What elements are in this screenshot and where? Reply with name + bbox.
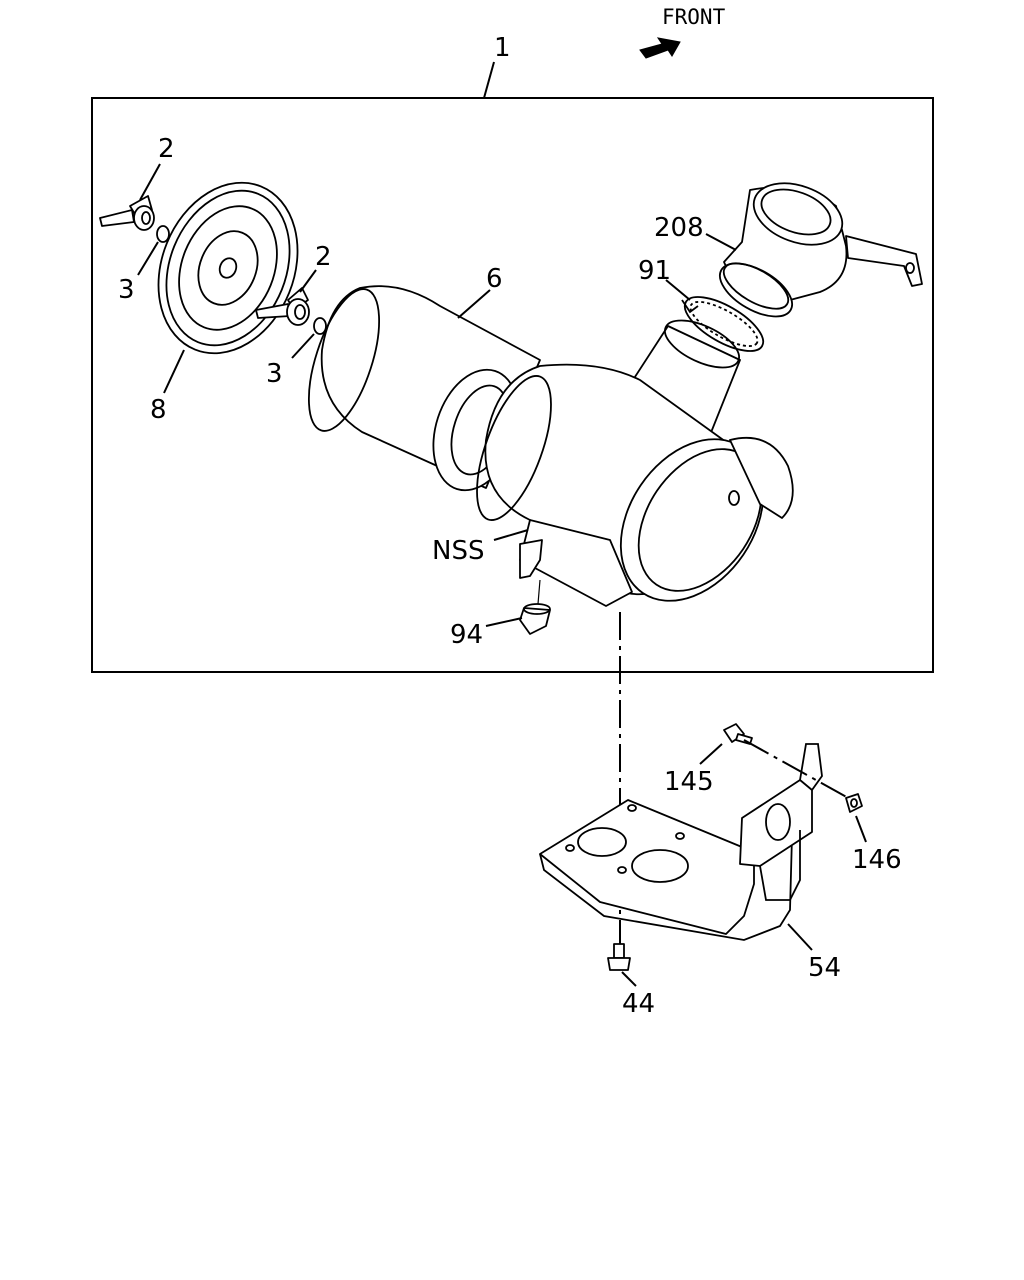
hose-clamp [681,296,765,352]
leader-clamp [665,279,691,301]
leader-bracket [787,923,813,951]
callout-bolt-145: 145 [664,767,714,797]
callout-assembly: 1 [494,33,511,63]
leader-washer-mid [291,333,315,359]
leader-bolt-44 [621,971,637,987]
callout-nss: NSS [432,536,484,566]
leader-nut-146 [855,815,867,843]
air-cleaner-body [476,363,794,607]
assembly-frame [91,97,934,673]
dust-valve [519,579,551,635]
callout-nut-146: 146 [852,845,902,875]
outlet-pipe [719,182,923,318]
front-label: FRONT [662,5,726,29]
callout-cover: 8 [150,395,167,425]
leader-cover [163,349,185,394]
leader-outlet-pipe [705,233,737,251]
callout-wing-bolt-mid: 2 [315,242,332,272]
leader-assembly [483,61,495,99]
leader-wing-bolt-mid [299,269,317,293]
callout-wing-bolt-top: 2 [158,134,175,164]
callout-washer-top: 3 [118,275,135,305]
callout-clamp: 91 [638,256,671,286]
leader-valve [485,617,523,627]
wing-bolt-top [99,195,155,231]
bolt-axis-line [743,739,853,801]
front-indicator: FRONT [639,5,726,59]
leader-element [457,289,491,319]
callout-outlet-pipe: 208 [654,213,704,243]
leader-washer-top [137,241,159,276]
callout-valve: 94 [450,620,483,650]
bolt-44 [607,943,631,971]
nut-146 [845,793,863,813]
leader-wing-bolt-top [139,163,161,201]
washer-top [156,225,170,243]
callout-bracket: 54 [808,953,841,983]
leader-nss [493,529,529,541]
mounting-bracket [539,743,823,941]
front-arrow-icon [639,37,681,59]
callout-bolt-44: 44 [622,989,655,1019]
leader-bolt-145 [699,743,723,765]
air-cleaner-cover [157,181,299,355]
washer-mid [313,317,327,335]
callout-washer-mid: 3 [266,359,283,389]
wing-bolt-mid [255,287,310,326]
callout-element: 6 [486,264,503,294]
